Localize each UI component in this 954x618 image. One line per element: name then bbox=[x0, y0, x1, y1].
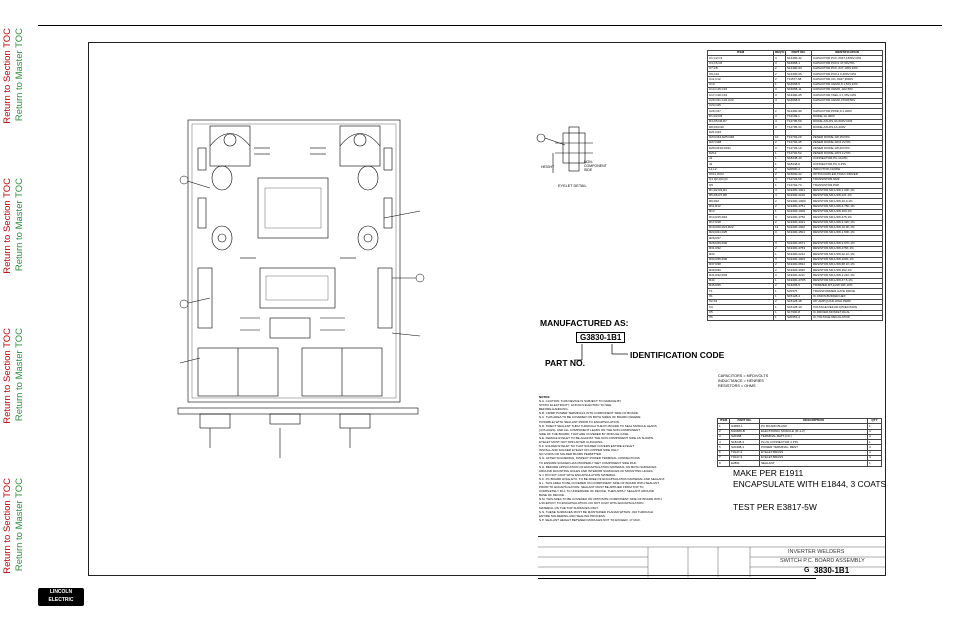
title-block-title-main: SWITCH P.C. BOARD ASSEMBLY bbox=[780, 558, 865, 564]
note-line: ENTIRE SOLDERING AND SEALING PROCESS. bbox=[539, 513, 606, 518]
return-to-master-toc-link[interactable]: Return to Master TOC bbox=[14, 28, 25, 122]
table-cell: IC,VOLTAGE REGULATOR bbox=[811, 314, 883, 322]
part-code-box: G3830-1B1 bbox=[576, 332, 626, 343]
pcb-assembly-drawing bbox=[177, 119, 425, 458]
manufactured-as-label: MANUFACTURED AS: bbox=[540, 318, 629, 328]
note-line: NO VOIDS OR SOLDER BLOBS PERMITTED. bbox=[539, 452, 603, 457]
table-cell: SEALANT bbox=[759, 460, 868, 467]
lincoln-electric-logo[interactable]: LINCOLN ELECTRIC bbox=[38, 588, 84, 606]
drawing-number: 3830-1B1 bbox=[814, 566, 850, 575]
note-line: N.N. THESE SURFACES MUST BE MAINTAINED P… bbox=[539, 509, 653, 514]
parts-list-table: ITEM REQ'D PART NO. IDENTIFICATION C1,C2… bbox=[707, 49, 883, 322]
identification-code-label: IDENTIFICATION CODE bbox=[630, 350, 725, 360]
note-line: BEFORE HANDLING. bbox=[539, 407, 569, 412]
note-line: N.F. SOLDER EYELET SO THAT SOLDER COVERS… bbox=[539, 444, 635, 449]
note-line: PRIOR TO ENCAPSULATION. SEALANT MUST BE … bbox=[539, 485, 644, 490]
table-cell: 8 bbox=[717, 460, 730, 467]
note-line: N.A. CAUTION: THIS DEVICE IS SUBJECT TO … bbox=[539, 399, 622, 404]
note-line: INSTALL AND SOLDER EYELET ON COPPER SIDE… bbox=[539, 448, 620, 453]
note-line: N.L. THIS AREA TO BE COVERED ON COMPONEN… bbox=[539, 480, 660, 485]
non-component-side-label: NON-COMPONENT SIDE bbox=[584, 160, 607, 172]
table-cell: S20353-4 bbox=[785, 314, 812, 322]
note-line: (4 PLACES), AND ALL COMPONENT LEADS ON T… bbox=[539, 427, 641, 432]
note-line: N.G. AFTER SOLDERING, INSPECT POWER TERM… bbox=[539, 456, 640, 461]
table-header-row: ITEM PART NO. DESCRIPTION QTY bbox=[717, 417, 882, 425]
note-line: N.H. BEFORE APPLICATION OF ENCAPSULATION… bbox=[539, 464, 657, 469]
note-line: TO ENSURE SOLDER HAS PROPERLY WET COMPON… bbox=[539, 460, 637, 465]
note-line: N.P. SEALANT HEIGHT BETWEEN MODULES NOT … bbox=[539, 517, 641, 522]
return-to-master-toc-link[interactable]: Return to Master TOC bbox=[14, 478, 25, 572]
table-cell: 1 bbox=[867, 460, 882, 467]
header-rule bbox=[38, 25, 942, 26]
note-line: N.M. THIS AREA TO BE COVERED ON OPPOSITE… bbox=[539, 497, 662, 502]
footer-rule bbox=[538, 578, 816, 579]
note-line: COMPLETELY FILL TO UNDERSIDE OF DEVICE, … bbox=[539, 489, 654, 494]
make-per-text: MAKE PER E1911 bbox=[733, 468, 804, 478]
toc-sidebar: Return to Section TOC Return to Master T… bbox=[0, 0, 28, 618]
drawing-sheet bbox=[88, 42, 886, 576]
test-per-text: TEST PER E3817-5W bbox=[733, 502, 817, 512]
note-line: BASE OF DEVICE. bbox=[539, 493, 565, 498]
callout-arrows bbox=[574, 344, 628, 361]
logo-line-1: LINCOLN bbox=[49, 589, 73, 595]
notes-section: NOTES: N.A. CAUTION: THIS DEVICE IS SUBJ… bbox=[539, 395, 704, 522]
return-to-master-toc-link[interactable]: Return to Master TOC bbox=[14, 328, 25, 422]
note-line: POSSIBLE) WITH SEALANT PRIOR TO ENCAPSUL… bbox=[539, 419, 620, 424]
note-line: N.J. DO NOT COAT WITH ENCAPSULATION MATE… bbox=[539, 472, 617, 477]
table-cell: 1 bbox=[773, 314, 786, 322]
note-line: EYELET MUST NOT SPIN AFTER CLINCHING. bbox=[539, 440, 604, 445]
note-line: N.D. INJECT SEALANT THRU THROUGH THE PC … bbox=[539, 423, 657, 428]
eyelet-detail-label: EYELET DETAIL bbox=[558, 184, 587, 188]
note-line: N.E. FEMALE EYELET TO BE AGAINST THE NON… bbox=[539, 435, 654, 440]
note-line: STATIC ELECTRICITY. LINCOLN ELECTRIC TO … bbox=[539, 403, 612, 408]
part-no-label: PART NO. bbox=[545, 358, 585, 368]
logo-line-2: ELECTRIC bbox=[48, 597, 74, 603]
title-block: INVERTER WELDERS SWITCH P.C. BOARD ASSEM… bbox=[538, 536, 886, 577]
note-line: N.C. THIS AREA TO BE COVERED ON BOTH SID… bbox=[539, 415, 641, 420]
title-block-title-top: INVERTER WELDERS bbox=[788, 549, 845, 555]
return-to-master-toc-link[interactable]: Return to Master TOC bbox=[14, 178, 25, 272]
table-cell: X6 bbox=[707, 314, 774, 322]
title-block-grid bbox=[538, 546, 886, 577]
units-resistors: RESISTORS = OHMS bbox=[718, 384, 756, 388]
note-line: AROUND MOUNTING HOLES AND INTERIOR SURFA… bbox=[539, 468, 654, 473]
notes-heading: NOTES: bbox=[539, 395, 551, 399]
units-capacitors: CAPACITORS = MFD/VOLTS bbox=[718, 374, 769, 378]
note-line: N.K. PC BOARD HOLE ETC. TO BE FREE OF EN… bbox=[539, 476, 666, 481]
units-note: CAPACITORS = MFD/VOLTS INDUCTANCE = HENR… bbox=[718, 374, 768, 389]
table-cell: E2861 bbox=[729, 460, 760, 467]
encapsulate-text: ENCAPSULATE WITH E1844, 3 COATS bbox=[733, 479, 887, 489]
note-line: MATERIAL ON THE TOP SURFACES ONLY. bbox=[539, 505, 599, 510]
note-line: N.B. CRIMP POWER TERMINALS INTO COMPONEN… bbox=[539, 411, 639, 416]
note-line: SIDE OF THE BOARD, THAT ARE COVERED BY M… bbox=[539, 431, 630, 436]
units-inductance: INDUCTANCE = HENRIES bbox=[718, 379, 764, 383]
drawing-number-prefix: G bbox=[804, 567, 810, 574]
note-line: 1/16 EPOXY TO ENCAPSULATION. DO NOT COAT… bbox=[539, 501, 644, 506]
eyelet-detail-diagram bbox=[536, 126, 593, 173]
height-label: HEIGHT bbox=[541, 165, 555, 169]
